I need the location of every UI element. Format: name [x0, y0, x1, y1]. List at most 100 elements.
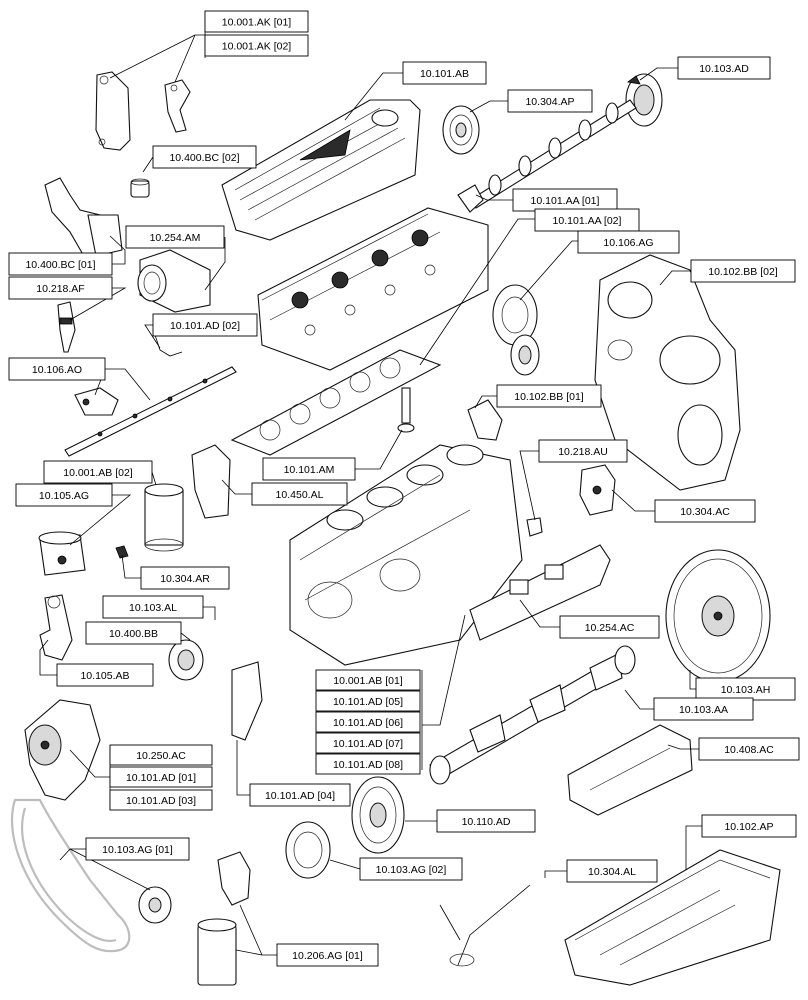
label-text: 10.400.BB	[109, 628, 158, 640]
front-cover-part	[594, 254, 741, 491]
label-10-101-ad-02: 10.101.AD [02]	[152, 313, 258, 337]
label-10-103-ah: 10.103.AH	[695, 677, 796, 701]
label-10-304-ac: 10.304.AC	[654, 499, 756, 523]
label-text: 10.400.BC [02]	[169, 152, 239, 164]
label-text: 10.400.BC [01]	[25, 259, 95, 271]
label-text: 10.103.AG [02]	[376, 864, 447, 876]
plug-part	[130, 178, 150, 198]
label-text: 10.001.AB [01]	[333, 675, 403, 687]
label-10-408-ac: 10.408.AC	[698, 737, 800, 761]
label-text: 10.304.AR	[160, 573, 210, 585]
label-10-101-aa-02: 10.101.AA [02]	[534, 208, 640, 232]
label-10-103-aa: 10.103.AA	[653, 697, 754, 721]
cylinder-liner-part	[144, 483, 184, 552]
label-10-254-ac: 10.254.AC	[559, 615, 660, 639]
cover-gasket-part	[467, 399, 503, 441]
label-10-101-am: 10.101.AM	[262, 457, 356, 481]
intake-pipe-part	[44, 177, 123, 259]
label-text: 10.001.AB [02]	[63, 467, 133, 479]
label-10-304-al: 10.304.AL	[566, 859, 658, 883]
head-gasket-part	[230, 349, 442, 456]
label-10-218-au: 10.218.AU	[538, 439, 628, 463]
camshaft-part	[469, 99, 637, 209]
label-10-103-al: 10.103.AL	[102, 595, 204, 619]
crankshaft-part	[429, 645, 636, 785]
label-text: 10.254.AM	[150, 232, 201, 244]
label-text: 10.304.AC	[680, 506, 730, 518]
dipstick-part	[439, 884, 531, 967]
exhaust-manifold-part	[469, 544, 611, 641]
bracket-part-1	[95, 71, 131, 151]
wire-part	[154, 334, 183, 357]
label-text: 10.304.AL	[588, 866, 636, 878]
nozzle-part	[526, 517, 543, 537]
label-10-105-ag: 10.105.AG	[15, 483, 113, 507]
label-text: 10.101.AD [05]	[333, 696, 403, 708]
tensioner-pulley-part	[138, 886, 172, 924]
label-text: 10.101.AA [02]	[553, 215, 622, 227]
label-10-101-aa-01: 10.101.AA [01]	[512, 188, 618, 212]
engine-block-part	[289, 444, 523, 666]
label-10-001-ab-01: 10.001.AB [01]	[315, 669, 421, 691]
bracket-part-2	[164, 79, 191, 133]
mounting-bracket-part	[191, 444, 231, 519]
label-text: 10.105.AG	[39, 490, 89, 502]
label-text: 10.103.AD	[699, 63, 749, 75]
rocker-shaft-part	[64, 366, 237, 457]
label-10-101-ad-04: 10.101.AD [04]	[249, 783, 351, 807]
label-text: 10.101.AD [06]	[333, 717, 403, 729]
label-text: 10.408.AC	[724, 744, 774, 756]
label-10-250-ac: 10.250.AC	[109, 744, 213, 766]
flywheel-part	[665, 549, 771, 683]
label-text: 10.106.AG	[603, 237, 653, 249]
label-text: 10.101.AD [03]	[126, 795, 196, 807]
label-10-105-ab: 10.105.AB	[56, 663, 154, 687]
label-text: 10.105.AB	[80, 670, 129, 682]
label-10-110-ad: 10.110.AD	[436, 809, 536, 833]
connecting-rod-part	[39, 594, 73, 661]
elbow-part	[231, 661, 263, 741]
label-10-101-ad-07: 10.101.AD [07]	[315, 732, 421, 754]
label-text: 10.103.AH	[721, 684, 771, 696]
label-10-218-af: 10.218.AF	[8, 276, 113, 300]
belt-part	[10, 798, 131, 953]
label-text: 10.254.AC	[585, 622, 635, 634]
label-10-101-ad-05: 10.101.AD [05]	[315, 690, 421, 712]
label-10-450-al: 10.450.AL	[251, 482, 348, 506]
oil-pan-part	[564, 849, 781, 986]
label-text: 10.250.AC	[136, 750, 186, 762]
throttle-body-part	[137, 249, 211, 313]
vibration-damper-part	[351, 776, 405, 854]
oil-filter-part	[197, 918, 237, 986]
label-10-001-ak-01: 10.001.AK [01]	[204, 10, 309, 33]
label-10-101-ad-08: 10.101.AD [08]	[315, 753, 421, 775]
label-10-001-ab-02: 10.001.AB [02]	[43, 460, 153, 484]
label-text: 10.103.AA	[679, 704, 728, 716]
label-text: 10.218.AU	[558, 446, 608, 458]
water-pump-part	[24, 699, 101, 801]
cam-phaser-part	[625, 73, 663, 127]
label-10-103-ad: 10.103.AD	[677, 56, 771, 80]
label-text: 10.206.AG [01]	[292, 950, 363, 962]
label-10-103-ag-01: 10.103.AG [01]	[85, 837, 190, 861]
label-text: 10.103.AG [01]	[102, 844, 173, 856]
label-text: 10.101.AD [07]	[333, 738, 403, 750]
label-text: 10.106.AO	[32, 364, 82, 376]
label-10-101-ad-06: 10.101.AD [06]	[315, 711, 421, 733]
label-10-101-ad-03: 10.101.AD [03]	[109, 789, 213, 811]
label-text: 10.101.AD [08]	[333, 759, 403, 771]
camshaft-gear-part	[442, 105, 480, 155]
label-text: 10.304.AP	[525, 96, 574, 108]
label-10-400-bc-02: 10.400.BC [02]	[152, 145, 257, 169]
label-text: 10.101.AB	[420, 68, 469, 80]
label-10-001-ak-02: 10.001.AK [02]	[204, 34, 309, 57]
label-text: 10.001.AK [01]	[222, 17, 292, 29]
label-10-101-ab: 10.101.AB	[402, 61, 487, 85]
label-10-106-ao: 10.106.AO	[8, 357, 106, 381]
label-text: 10.101.AD [01]	[126, 772, 196, 784]
label-text: 10.102.AP	[724, 821, 773, 833]
label-10-102-bb-01: 10.102.BB [01]	[496, 384, 602, 408]
valve-part	[397, 387, 415, 433]
bolt-part	[115, 545, 129, 559]
